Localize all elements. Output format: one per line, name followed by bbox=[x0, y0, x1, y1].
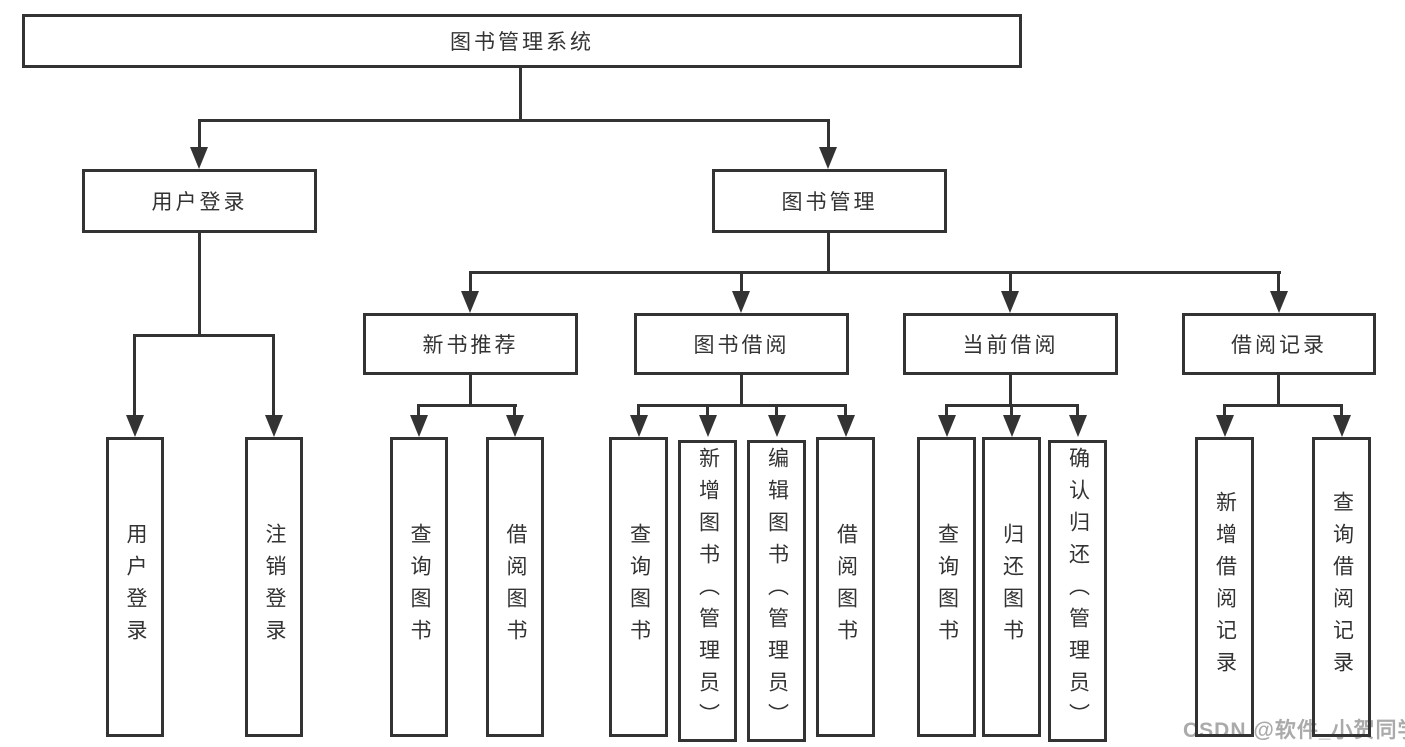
node-book-borrowing: 图书借阅 bbox=[634, 313, 849, 375]
connector-line bbox=[1009, 375, 1012, 406]
connector-line bbox=[1009, 271, 1012, 291]
connector-line bbox=[519, 68, 522, 121]
node-library-management-system: 图书管理系统 bbox=[22, 14, 1022, 68]
connector-line bbox=[469, 271, 472, 291]
arrow-down bbox=[265, 415, 283, 437]
connector-line bbox=[1223, 404, 1226, 415]
arrow-down bbox=[1001, 291, 1019, 313]
connector-line bbox=[1277, 375, 1280, 406]
arrow-down bbox=[699, 415, 717, 437]
node-current-borrowing: 当前借阅 bbox=[903, 313, 1118, 375]
node-borrow-books: 借阅图书 bbox=[816, 437, 875, 737]
node-user-login-leaf: 用户登录 bbox=[106, 437, 164, 737]
connector-line bbox=[133, 334, 275, 337]
arrow-down bbox=[1069, 415, 1087, 437]
connector-line bbox=[469, 271, 1281, 274]
connector-line bbox=[1076, 404, 1079, 415]
node-query-books: 查询图书 bbox=[609, 437, 668, 737]
connector-line bbox=[1277, 271, 1280, 291]
arrow-down bbox=[938, 415, 956, 437]
connector-line bbox=[513, 404, 516, 415]
node-new-book-recommendation: 新书推荐 bbox=[363, 313, 578, 375]
arrow-down bbox=[461, 291, 479, 313]
connector-line bbox=[469, 375, 472, 406]
arrow-down bbox=[1216, 415, 1234, 437]
connector-line bbox=[740, 271, 743, 291]
connector-line bbox=[844, 404, 847, 415]
arrow-down bbox=[819, 147, 837, 169]
connector-line bbox=[945, 404, 948, 415]
node-user-login: 用户登录 bbox=[82, 169, 317, 233]
node-book-management: 图书管理 bbox=[712, 169, 947, 233]
connector-line bbox=[827, 233, 830, 273]
arrow-down bbox=[190, 147, 208, 169]
connector-line bbox=[1010, 404, 1013, 415]
arrow-down bbox=[837, 415, 855, 437]
node-return-books: 归还图书 bbox=[982, 437, 1041, 737]
arrow-down bbox=[126, 415, 144, 437]
connector-line bbox=[1340, 404, 1343, 415]
connector-line bbox=[198, 119, 830, 122]
connector-line bbox=[1223, 404, 1343, 407]
connector-line bbox=[133, 334, 136, 415]
arrow-down bbox=[1003, 415, 1021, 437]
arrow-down bbox=[1270, 291, 1288, 313]
connector-line bbox=[775, 404, 778, 415]
connector-line bbox=[827, 119, 830, 147]
node-confirm-return-admin: 确认归还（管理员） bbox=[1048, 440, 1107, 742]
node-edit-books-admin: 编辑图书（管理员） bbox=[747, 440, 806, 742]
arrow-down bbox=[630, 415, 648, 437]
arrow-down bbox=[768, 415, 786, 437]
node-borrowing-records: 借阅记录 bbox=[1182, 313, 1376, 375]
connector-line bbox=[740, 375, 743, 406]
connector-line bbox=[637, 404, 847, 407]
node-borrow-books: 借阅图书 bbox=[486, 437, 544, 737]
node-logout-login: 注销登录 bbox=[245, 437, 303, 737]
arrow-down bbox=[1333, 415, 1351, 437]
connector-line bbox=[272, 334, 275, 415]
arrow-down bbox=[506, 415, 524, 437]
connector-line bbox=[417, 404, 420, 415]
connector-line bbox=[706, 404, 709, 415]
node-query-borrow-record: 查询借阅记录 bbox=[1312, 437, 1371, 737]
arrow-down bbox=[410, 415, 428, 437]
node-add-borrow-record: 新增借阅记录 bbox=[1195, 437, 1254, 737]
node-add-books-admin: 新增图书（管理员） bbox=[678, 440, 737, 742]
node-query-books: 查询图书 bbox=[390, 437, 448, 737]
connector-line bbox=[198, 233, 201, 336]
connector-line bbox=[198, 119, 201, 147]
connector-line bbox=[417, 404, 517, 407]
arrow-down bbox=[732, 291, 750, 313]
node-query-books: 查询图书 bbox=[917, 437, 976, 737]
connector-line bbox=[637, 404, 640, 415]
